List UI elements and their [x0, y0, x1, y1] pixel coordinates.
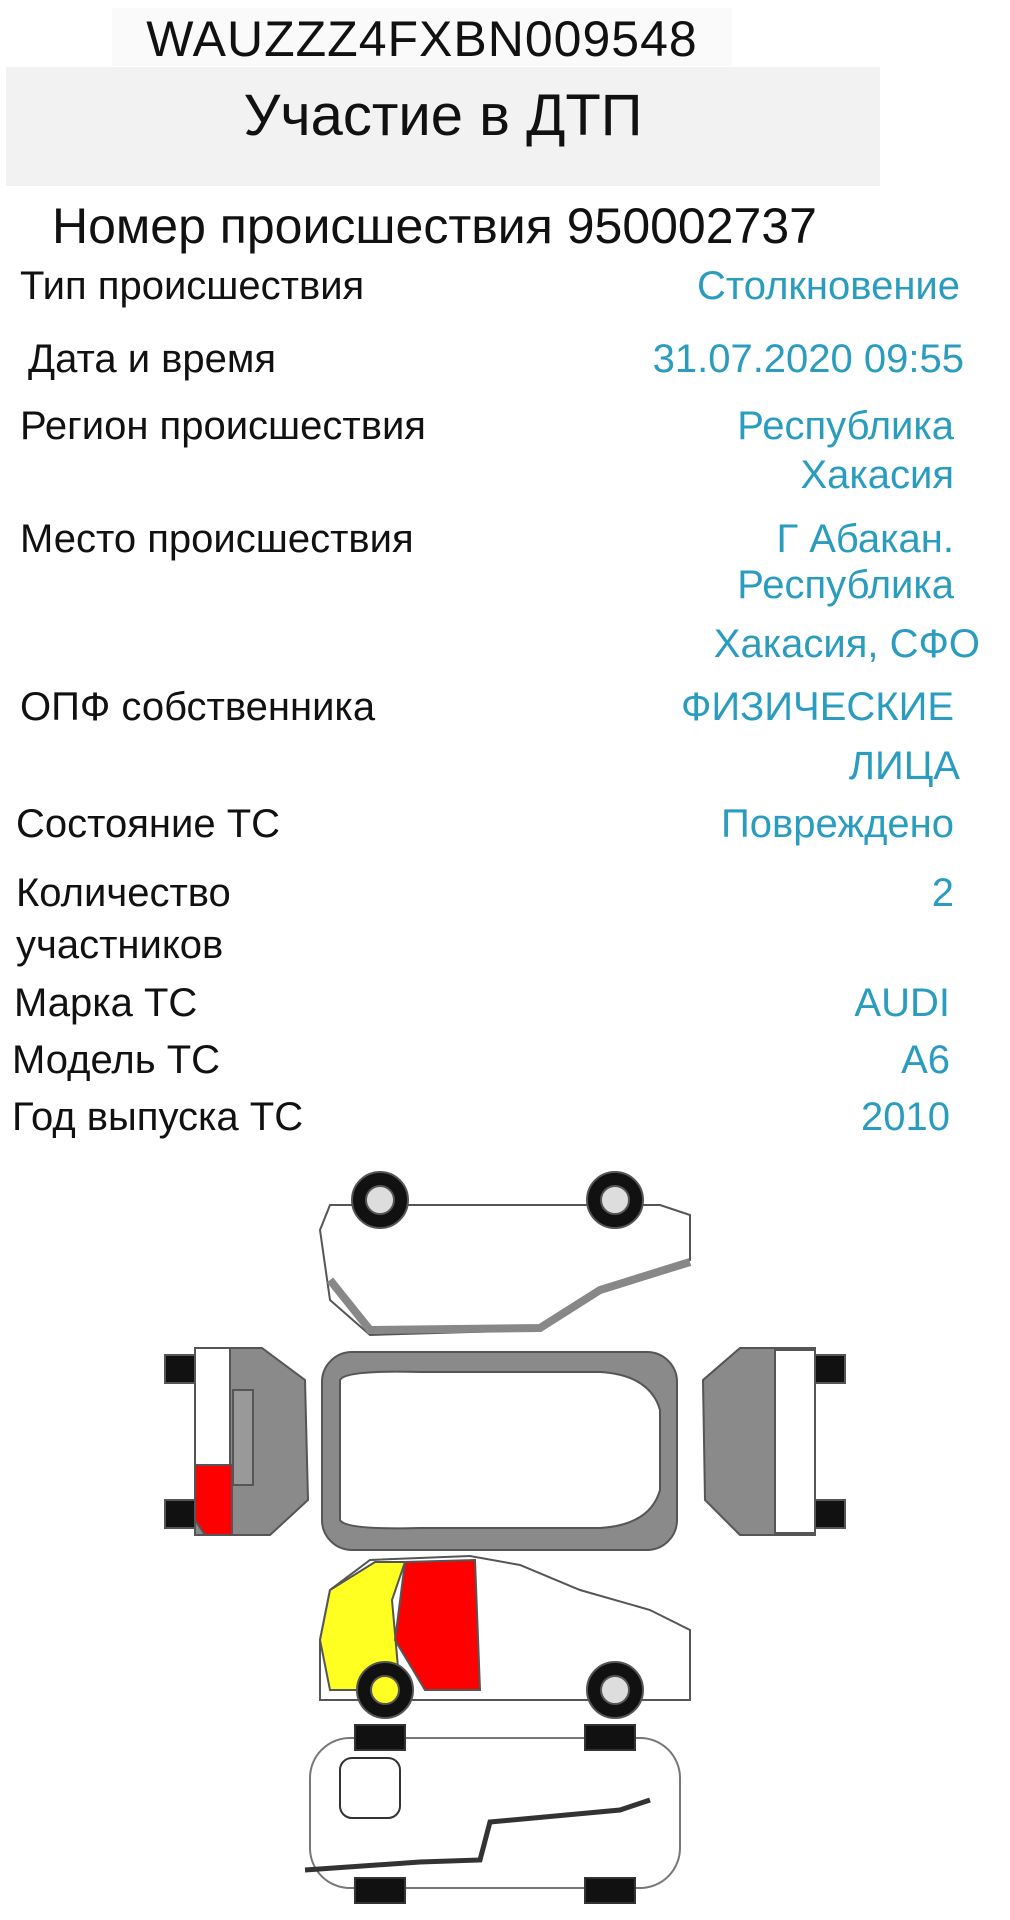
- car-top-view: [321, 1351, 678, 1551]
- value-year: 2010: [861, 1095, 950, 1139]
- car-side-view-flipped: [318, 1171, 692, 1337]
- car-rear-view: [164, 1347, 310, 1536]
- value-make: AUDI: [854, 981, 950, 1025]
- label-participants-line2: участников: [16, 923, 224, 967]
- incident-number: Номер происшествия 950002737: [52, 198, 817, 254]
- section-title: Участие в ДТП: [243, 83, 643, 148]
- value-owner-form-line1: ФИЗИЧЕСКИЕ: [680, 685, 954, 729]
- car-side-view: [318, 1554, 691, 1719]
- value-place-line2: Республика: [737, 563, 954, 607]
- section-header: Участие в ДТП: [6, 67, 880, 186]
- car-underside-view: [304, 1724, 681, 1904]
- vehicle-damage-diagram: [164, 1171, 846, 1904]
- value-datetime: 31.07.2020 09:55: [652, 337, 964, 381]
- value-place-line1: Г Абакан.: [776, 517, 954, 561]
- label-datetime: Дата и время: [28, 337, 277, 381]
- label-owner-form: ОПФ собственника: [20, 685, 376, 729]
- value-participants: 2: [931, 871, 954, 915]
- label-year: Год выпуска ТС: [12, 1095, 304, 1139]
- label-place: Место происшествия: [20, 517, 414, 561]
- label-region: Регион происшествия: [20, 404, 426, 448]
- label-participants-line1: Количество: [16, 871, 231, 915]
- vin-number: WAUZZZ4FXBN009548: [112, 8, 732, 67]
- value-incident-type: Столкновение: [696, 264, 960, 308]
- value-owner-form-line2: ЛИЦА: [848, 744, 960, 788]
- value-model: A6: [901, 1038, 950, 1082]
- car-front-view: [701, 1347, 846, 1536]
- value-region-line1: Республика: [737, 404, 954, 448]
- value-place-line3: Хакасия, СФО: [713, 622, 980, 666]
- label-make: Марка ТС: [14, 981, 198, 1025]
- value-region-line2: Хакасия: [800, 453, 954, 497]
- label-incident-type: Тип происшествия: [20, 264, 365, 308]
- label-model: Модель ТС: [12, 1038, 221, 1082]
- value-vehicle-state: Повреждено: [721, 802, 954, 846]
- label-vehicle-state: Состояние ТС: [16, 802, 281, 846]
